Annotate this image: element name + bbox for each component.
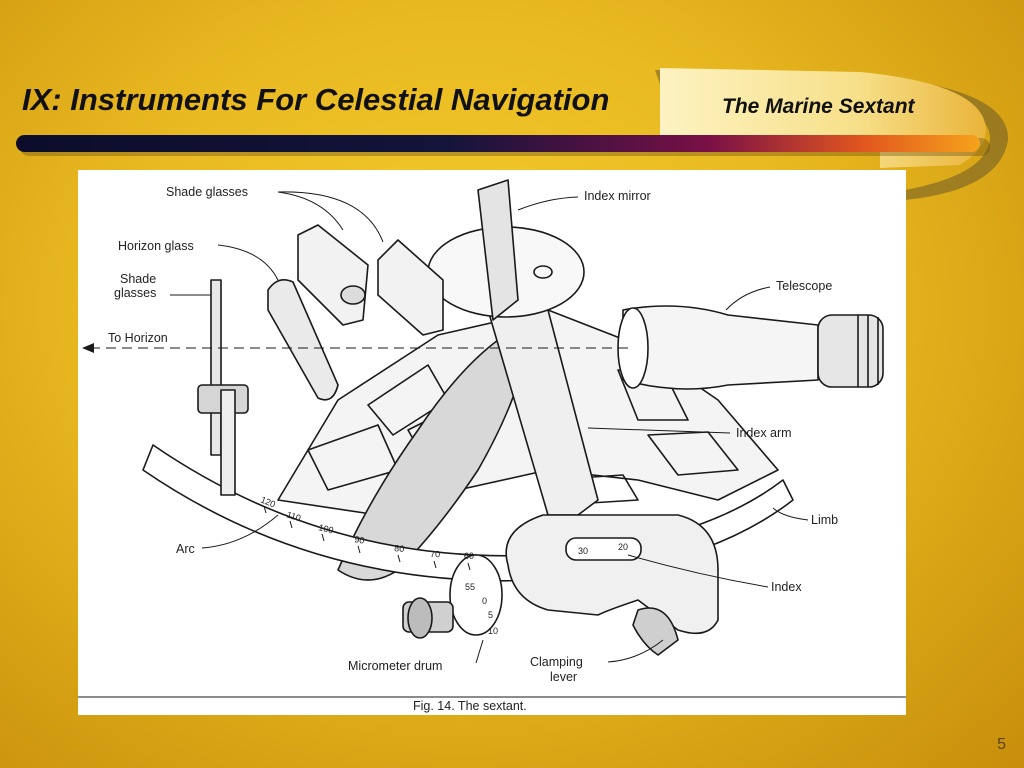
drum-scale-10: 10 (488, 626, 498, 636)
telescope-eyepiece (817, 314, 884, 388)
banner-bar (16, 135, 980, 152)
index-scale-30: 30 (578, 546, 588, 556)
label-index-arm: Index arm (736, 426, 792, 440)
shade-hinge (340, 285, 366, 305)
leader-index (627, 554, 769, 588)
figure-caption: Fig. 14. The sextant. (413, 699, 527, 713)
leader-index-mirror (517, 196, 579, 211)
label-limb: Limb (811, 513, 838, 527)
page-number: 5 (997, 736, 1006, 753)
shade-glass-2 (377, 239, 444, 336)
arc-scale-tick (263, 505, 267, 514)
arc-scale-tick (289, 520, 293, 529)
arc-scale-tick (397, 554, 401, 563)
frame-cutout (647, 431, 739, 476)
index-housing (505, 514, 719, 635)
pivot-screw (533, 265, 553, 279)
arc-scale-tick (357, 545, 361, 554)
telescope (622, 305, 819, 390)
leader-limb (772, 507, 809, 521)
left-shade-glass (210, 279, 222, 456)
drum-scale-5: 5 (488, 610, 493, 620)
label-horizon-glass: Horizon glass (118, 239, 194, 253)
arc-scale-tick (467, 562, 471, 571)
arc-scale-tick (433, 560, 437, 569)
label-index-mirror: Index mirror (584, 189, 651, 203)
label-shade-left-1: Shade (120, 272, 156, 286)
horizon-arrow (82, 343, 94, 353)
micrometer-knob-end (407, 597, 433, 639)
label-shade-left-2: glasses (114, 286, 156, 300)
label-clamping-2: lever (550, 670, 577, 684)
leader-horizon-glass (217, 244, 279, 281)
leader-index-arm (587, 427, 731, 434)
label-arc: Arc (176, 542, 195, 556)
leader-clamping (607, 639, 664, 663)
label-shade-glasses: Shade glasses (166, 185, 248, 199)
leader-shade-glasses (277, 191, 344, 231)
drum-scale-0: 0 (482, 596, 487, 606)
slide-subtitle: The Marine Sextant (722, 95, 915, 118)
label-telescope: Telescope (776, 279, 832, 293)
leader-micrometer (475, 639, 484, 664)
horizon-glass (267, 279, 339, 401)
label-micrometer-drum: Micrometer drum (348, 659, 442, 673)
micrometer-drum (449, 554, 503, 636)
arc-scale-label: 90 (354, 534, 366, 546)
sextant-drawing: Shade glasses Horizon glass Shade glasse… (78, 179, 906, 713)
leader-arc (201, 514, 279, 549)
label-index: Index (771, 580, 802, 594)
index-mirror (477, 179, 519, 321)
shade-glass-1 (297, 224, 369, 326)
sextant-figure: Shade glasses Horizon glass Shade glasse… (78, 170, 906, 715)
arc-scale-label: 70 (430, 549, 440, 559)
label-to-horizon: To Horizon (108, 331, 168, 345)
slide-title: IX: Instruments For Celestial Navigation (22, 82, 610, 117)
index-scale-20: 20 (618, 542, 628, 552)
arc-scale-tick (321, 533, 325, 542)
clamping-lever (632, 607, 679, 656)
left-shade-plate (220, 389, 236, 496)
label-clamping-1: Clamping (530, 655, 583, 669)
arc-scale-label: 60 (464, 551, 474, 561)
arc-scale-label: 110 (285, 509, 302, 523)
arc-scale-label: 100 (318, 522, 335, 535)
arc-scale-label: 80 (394, 543, 405, 554)
drum-scale-55: 55 (465, 582, 475, 592)
leader-shade-glasses (277, 191, 384, 243)
leader-telescope (725, 286, 771, 311)
index-window (565, 537, 642, 561)
title-banner (16, 68, 1009, 200)
